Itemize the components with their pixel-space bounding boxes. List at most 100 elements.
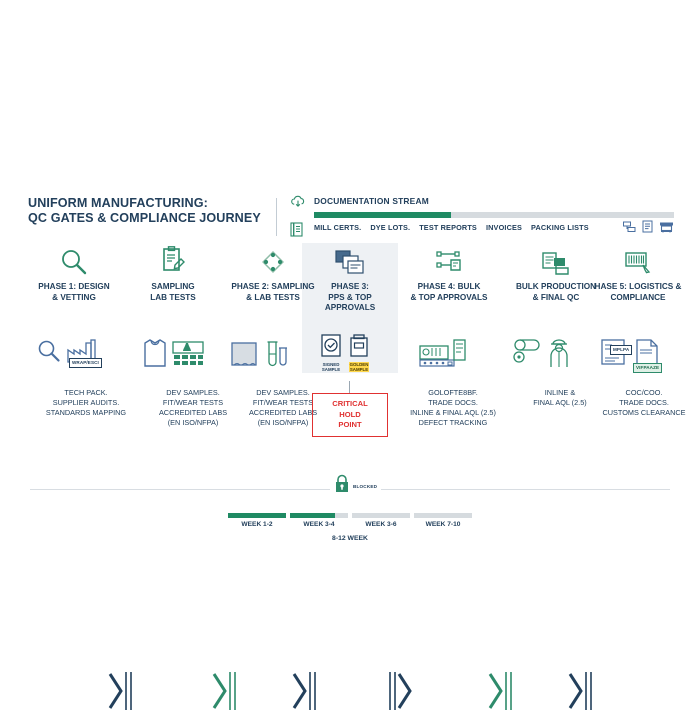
mplpa-badge: MPLPA bbox=[610, 345, 633, 355]
shirt-icon bbox=[142, 338, 168, 373]
strip-group-6 bbox=[512, 336, 574, 373]
timeline-segment-label: WEEK 3-4 bbox=[303, 521, 335, 528]
clipboard-pencil-icon bbox=[118, 243, 228, 277]
timeline-segment[interactable] bbox=[414, 513, 472, 518]
phase-item-1[interactable]: PHASE 1: DESIGN & VETTING bbox=[14, 243, 134, 303]
description-line: (EN ISO/NFPA) bbox=[167, 418, 219, 427]
strip-group-5 bbox=[418, 338, 474, 373]
description-line: ACCREDITED LABS bbox=[248, 408, 318, 417]
gate-chevron-icon-1 bbox=[108, 670, 134, 717]
qc-worker-icon bbox=[544, 336, 574, 373]
description-line: DEV SAMPLES. bbox=[166, 388, 220, 397]
critical-hold-point-text: CRITICAL HOLD POINT bbox=[332, 399, 368, 430]
fabric-roll-icon bbox=[512, 337, 542, 372]
doc-tag[interactable]: MILL CERTS. bbox=[314, 223, 362, 232]
magnifier-icon bbox=[14, 243, 134, 277]
signed-sample-label: SIGNED SAMPLE bbox=[321, 362, 341, 373]
header-divider bbox=[276, 198, 277, 236]
doc-tag[interactable]: PACKING LISTS bbox=[531, 223, 589, 232]
critical-hold-point-box: CRITICAL HOLD POINT bbox=[312, 393, 388, 437]
doc-tag[interactable]: DYE LOTS. bbox=[370, 223, 411, 232]
phase-label: PHASE 1: DESIGN & VETTING bbox=[38, 282, 110, 302]
padlock-icon bbox=[334, 474, 350, 498]
certificate-icon: MPLPA bbox=[600, 338, 633, 373]
phase-item-3[interactable]: PHASE 2: SAMPLING & LAB TESTS bbox=[208, 243, 338, 303]
description-line: TRADE DOCS. bbox=[619, 398, 669, 407]
description-line: ACCREDITED LABS bbox=[158, 408, 228, 417]
server-icon bbox=[623, 220, 636, 238]
description-line: DEV SAMPLES. bbox=[256, 388, 310, 397]
phase-item-2[interactable]: SAMPLING LAB TESTS bbox=[118, 243, 228, 303]
lab-test-icon bbox=[172, 339, 204, 372]
wrap-esci-badge: WRAP/ESCI bbox=[69, 358, 102, 368]
description-line: FIT/WEAR TESTS bbox=[252, 398, 314, 407]
signed-sample-icon: SIGNED SAMPLE bbox=[320, 334, 342, 372]
strip-group-1: WRAP/ESCI bbox=[36, 338, 102, 369]
phase-item-6[interactable]: BULK PRODUCTION & FINAL QC bbox=[498, 243, 614, 303]
magnifier-icon bbox=[36, 338, 62, 369]
phase-label: PHASE 3: PPS & TOP APPROVALS bbox=[324, 282, 376, 312]
description-line: SUPPLIER AUDITS. bbox=[52, 398, 120, 407]
gate-chevron-icon-2 bbox=[212, 670, 238, 717]
description-5: INLINE &FINAL AQL (2.5) bbox=[500, 388, 620, 408]
archive-icon bbox=[659, 220, 674, 238]
strip-group-7: MPLPA VIFPAAZE bbox=[600, 338, 663, 373]
phase-item-7[interactable]: HASE 5: LOGISTICS & COMPLIANCE bbox=[576, 243, 700, 303]
phase-label: BULK PRODUCTION & FINAL QC bbox=[515, 282, 597, 302]
process-icon-strip: WRAP/ESCI bbox=[0, 334, 700, 710]
description-1: TECH PACK.SUPPLIER AUDITS.STANDARDS MAPP… bbox=[16, 388, 156, 418]
blocked-lock-badge: BLOCKED bbox=[330, 474, 382, 498]
machine-config-icon bbox=[394, 243, 504, 277]
sewing-machine-icon bbox=[418, 338, 474, 373]
phase-item-5[interactable]: PHASE 4: BULK & TOP APPROVALS bbox=[394, 243, 504, 303]
timeline-total-label: 8-12 WEEK bbox=[332, 535, 368, 542]
timeline-segment[interactable] bbox=[290, 513, 348, 518]
page-title-line1: UNIFORM MANUFACTURING: bbox=[28, 196, 208, 210]
description-line: COC/COO. bbox=[625, 388, 663, 397]
document-list-icon bbox=[290, 222, 303, 242]
gate-chevron-icon-3 bbox=[292, 670, 318, 717]
page-title: UNIFORM MANUFACTURING: QC GATES & COMPLI… bbox=[28, 196, 261, 226]
description-6: COC/COO.TRADE DOCS.CUSTOMS CLEARANCE bbox=[588, 388, 700, 418]
phase-label: PHASE 4: BULK & TOP APPROVALS bbox=[410, 282, 488, 302]
documentation-stream-title: DOCUMENTATION STREAM bbox=[314, 196, 429, 206]
cloud-upload-icon bbox=[290, 195, 306, 213]
gate-chevron-icon-4 bbox=[386, 670, 412, 717]
documentation-tag-list: MILL CERTS. DYE LOTS. TEST REPORTS INVOICES… bbox=[314, 223, 598, 232]
documentation-progress-fill bbox=[314, 212, 451, 218]
golden-sample-jar-icon: GOLDEN SAMPLE bbox=[348, 334, 370, 373]
barcode-scan-icon bbox=[576, 243, 700, 277]
timeline-segment[interactable] bbox=[352, 513, 410, 518]
page-title-line2: QC GATES & COMPLIANCE JOURNEY bbox=[28, 211, 261, 225]
doc-tag[interactable]: INVOICES bbox=[485, 223, 523, 232]
blocked-label: BLOCKED bbox=[353, 483, 378, 489]
timeline-segment-fill bbox=[228, 513, 286, 518]
strip-group-4: SIGNED SAMPLE GOLDEN SAMPLE bbox=[320, 334, 370, 373]
phase-label: HASE 5: LOGISTICS & COMPLIANCE bbox=[594, 282, 682, 302]
description-line: CUSTOMS CLEARANCE bbox=[602, 408, 686, 417]
phase-label: SAMPLING LAB TESTS bbox=[150, 282, 196, 302]
description-line: FIT/WEAR TESTS bbox=[162, 398, 224, 407]
description-4: GOLOFTE8BF.TRADE DOCS.INLINE & FINAL AQL… bbox=[388, 388, 518, 428]
test-tubes-icon bbox=[264, 340, 290, 375]
phase-item-4[interactable]: PHASE 3: PPS & TOP APPROVALS bbox=[308, 243, 392, 314]
description-line: (EN ISO/NFPA) bbox=[257, 418, 309, 427]
phase-title-row: PHASE 1: DESIGN & VETTING SAMPLING LAB T… bbox=[0, 243, 700, 333]
timeline-segment-label: WEEK 3-6 bbox=[365, 521, 397, 528]
description-line: FINAL AQL (2.5) bbox=[533, 398, 587, 407]
description-line: INLINE & bbox=[544, 388, 576, 397]
timeline-segment-fill bbox=[290, 513, 336, 518]
factory-icon: WRAP/ESCI bbox=[66, 338, 102, 369]
gate-chevron-icon-5 bbox=[488, 670, 514, 717]
documents-stack-icon bbox=[308, 243, 392, 277]
description-line: TECH PACK. bbox=[64, 388, 108, 397]
description-line: GOLOFTE8BF. bbox=[428, 388, 478, 397]
doc-tag[interactable]: TEST REPORTS bbox=[419, 223, 477, 232]
strip-group-3 bbox=[230, 340, 290, 375]
timeline-segment[interactable] bbox=[228, 513, 286, 518]
shipping-doc-icon: VIFPAAZE bbox=[633, 338, 663, 373]
timeline-segment-label: WEEK 1-2 bbox=[241, 521, 273, 528]
description-line: DEFECT TRACKING bbox=[418, 418, 488, 427]
